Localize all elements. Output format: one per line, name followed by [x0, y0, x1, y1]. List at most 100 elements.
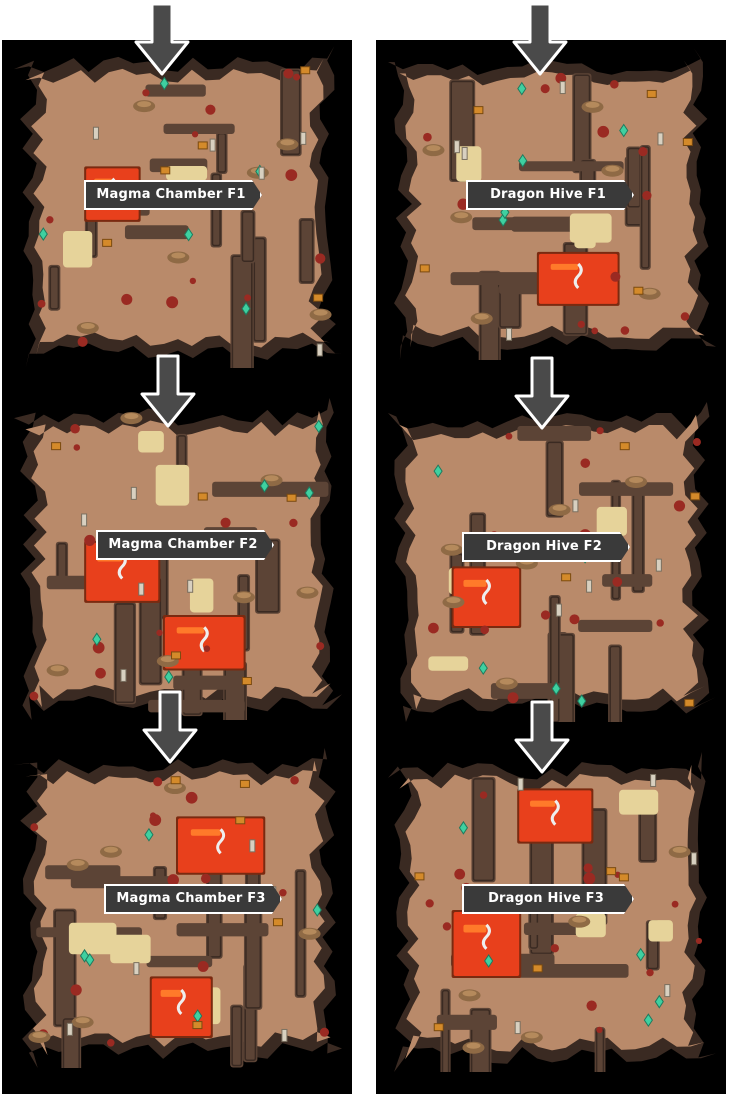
red-boulder — [591, 327, 599, 335]
stalagmite — [281, 1028, 288, 1042]
red-boulder — [671, 900, 679, 908]
dirt-mound-top — [642, 288, 657, 295]
lava-steam — [481, 578, 491, 605]
crate — [286, 493, 297, 502]
red-boulder — [197, 961, 209, 972]
dirt-mound-top — [474, 313, 489, 320]
red-boulder — [279, 889, 287, 897]
red-boulder — [673, 500, 686, 512]
red-boulder — [656, 619, 664, 627]
crystal — [551, 681, 561, 696]
red-boulder — [316, 642, 325, 651]
crystal — [458, 820, 469, 835]
red-boulder — [583, 863, 593, 873]
rock-ridge-shade — [550, 596, 560, 722]
lava-glow — [160, 989, 182, 997]
dirt-mound-top — [300, 587, 315, 594]
dirt-mound-top — [454, 212, 469, 219]
crystal — [619, 123, 629, 138]
lava-pool — [519, 790, 592, 842]
red-boulder — [203, 645, 211, 652]
red-boulder — [442, 922, 452, 931]
red-boulder — [507, 692, 519, 704]
stalagmite — [650, 773, 657, 787]
sand-patch — [138, 431, 164, 453]
red-boulder — [30, 823, 39, 832]
down-arrow-icon — [142, 690, 198, 764]
stalagmite — [559, 81, 566, 95]
rock-ridge — [243, 891, 263, 1010]
sand-patch — [428, 656, 469, 671]
crate — [102, 238, 113, 247]
crate — [682, 137, 693, 146]
crate — [197, 492, 208, 501]
crystal — [484, 954, 494, 968]
lava-steam — [550, 799, 560, 826]
rock-ridge-shade — [62, 1018, 80, 1068]
sand-patch — [619, 789, 659, 815]
dirt-mound-top — [302, 928, 317, 935]
crate — [171, 651, 182, 660]
red-boulder — [73, 444, 81, 451]
red-boulder — [620, 326, 630, 335]
lava-glow — [463, 579, 487, 587]
stalagmite — [657, 132, 664, 146]
stalagmite — [316, 343, 323, 357]
red-boulder — [319, 1027, 330, 1037]
crate — [272, 918, 283, 927]
red-boulder — [185, 791, 198, 804]
crate — [313, 293, 324, 302]
rock-ridge-shade — [640, 146, 650, 269]
crystal — [85, 952, 95, 967]
red-boulder — [46, 216, 54, 224]
dirt-mound-top — [572, 916, 587, 923]
stalagmite — [690, 852, 697, 866]
red-boulder — [205, 104, 216, 115]
red-boulder — [596, 1026, 603, 1034]
crate — [160, 166, 171, 175]
stalagmite — [249, 839, 256, 853]
red-boulder — [612, 576, 623, 587]
rock-ridge — [61, 1017, 82, 1068]
dirt-mound-top — [462, 990, 477, 997]
red-boulder — [200, 873, 211, 884]
dirt-mound-top — [426, 145, 441, 152]
red-boulder — [166, 296, 179, 309]
red-boulder — [191, 131, 199, 138]
rock-ridge-shade — [253, 237, 266, 342]
down-arrow-icon — [514, 356, 570, 430]
sand-patch — [648, 920, 673, 942]
red-boulder — [457, 198, 469, 210]
dirt-mound-top — [167, 783, 182, 790]
lava-glow — [550, 263, 579, 270]
crate — [646, 89, 657, 98]
crystal — [38, 227, 48, 241]
dirt-mound-top — [50, 665, 65, 672]
cave-map-art — [388, 402, 716, 722]
red-boulder — [610, 80, 619, 89]
rock-ridge-shade — [241, 211, 255, 262]
dirt-mound-top — [629, 476, 644, 483]
dirt-mound-top — [313, 309, 328, 316]
crystal — [312, 903, 322, 917]
red-boulder — [680, 312, 690, 321]
down-arrow-icon — [134, 2, 190, 76]
dirt-mound-top — [103, 846, 118, 853]
red-boulder — [70, 423, 80, 434]
crate — [684, 698, 695, 707]
red-boulder — [505, 432, 513, 440]
rock-ledge — [517, 426, 592, 441]
rock-ledge — [579, 482, 674, 496]
rock-ledge — [472, 217, 579, 231]
rock-ridge — [471, 776, 496, 883]
stalagmite — [517, 777, 524, 791]
red-boulder — [583, 872, 596, 885]
crate — [419, 264, 430, 273]
crate — [619, 442, 630, 451]
crystal — [517, 81, 527, 96]
stalagmite — [453, 140, 460, 154]
red-boulder — [37, 299, 46, 308]
red-boulder — [189, 277, 197, 285]
crystal — [159, 76, 169, 91]
crate — [690, 492, 701, 501]
